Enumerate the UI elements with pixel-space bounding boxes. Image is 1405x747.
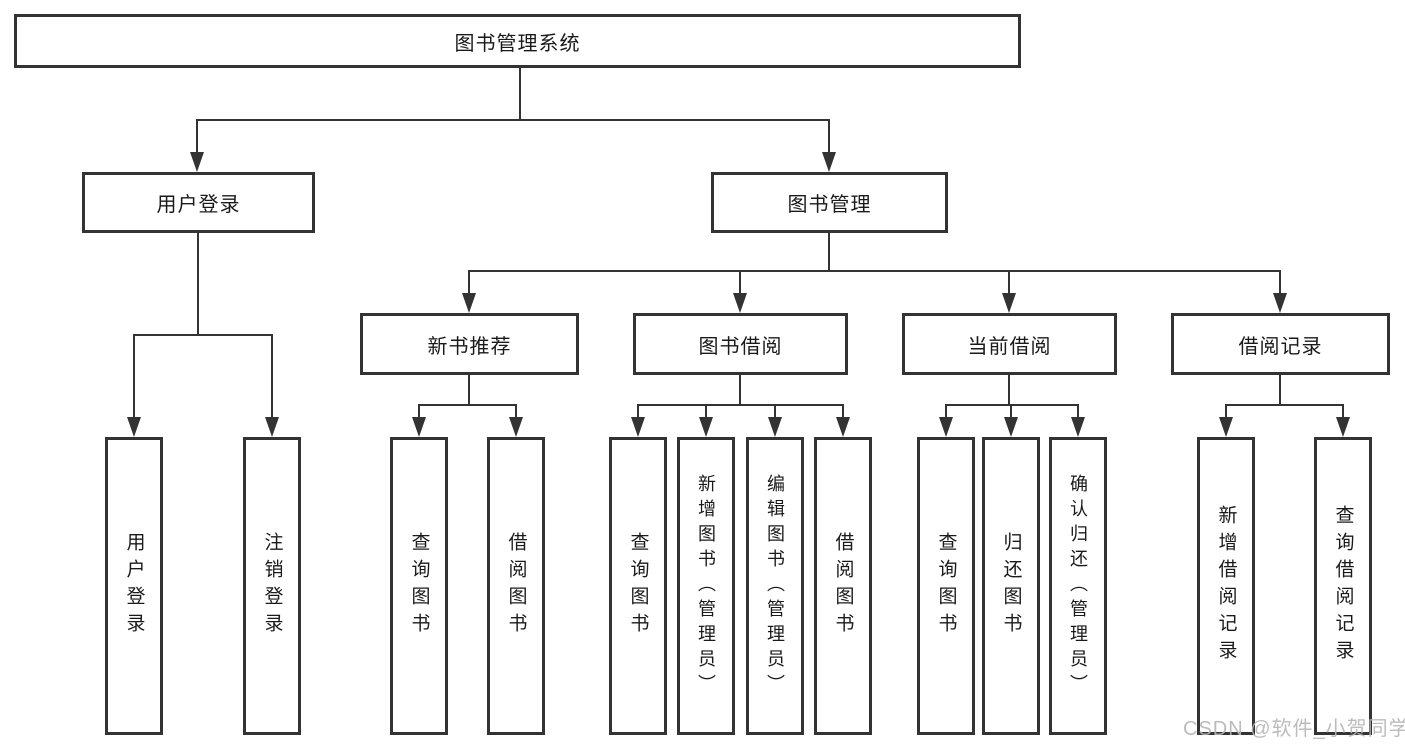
arrow-down-icon <box>1219 417 1233 437</box>
connector-drop <box>828 119 830 154</box>
connector-drop <box>1008 270 1010 295</box>
connector-drop <box>1010 404 1012 418</box>
leaf-query-books-current: 查询图书 <box>917 437 975 735</box>
connector-drop <box>468 270 470 295</box>
connector-bar-current-borrow <box>945 404 1079 406</box>
node-label: 图书管理系统 <box>454 32 581 55</box>
arrow-down-icon <box>265 417 279 437</box>
arrow-down-icon <box>631 417 645 437</box>
node-label: 图书借阅 <box>698 335 783 358</box>
connector-drop <box>637 404 639 418</box>
connector-stem-borrow-records <box>1279 375 1281 406</box>
arrow-down-icon <box>699 417 713 437</box>
connector-drop <box>515 404 517 418</box>
arrow-down-icon <box>768 417 782 437</box>
connector-stem-new-book <box>468 375 470 406</box>
leaf-borrow-books: 借阅图书 <box>814 437 872 735</box>
leaf-query-borrow-record: 查询借阅记录 <box>1314 437 1372 735</box>
leaf-label: 注销登录 <box>261 532 283 640</box>
arrow-down-icon <box>822 152 836 172</box>
node-book-borrow: 图书借阅 <box>633 313 848 375</box>
connector-drop <box>1077 404 1079 418</box>
connector-drop <box>945 404 947 418</box>
connector-drop <box>1225 404 1227 418</box>
leaf-borrow-books-recommend: 借阅图书 <box>487 437 545 735</box>
connector-drop <box>1279 270 1281 295</box>
arrow-down-icon <box>733 293 747 313</box>
arrow-down-icon <box>939 417 953 437</box>
leaf-label: 查询图书 <box>627 532 649 640</box>
connector-bar-borrow-records <box>1225 404 1344 406</box>
leaf-logout: 注销登录 <box>243 437 301 735</box>
connector-bar-new-book <box>418 404 517 406</box>
connector-bar-book-management <box>468 270 1281 272</box>
arrow-down-icon <box>190 152 204 172</box>
connector-drop <box>418 404 420 418</box>
connector-stem-root <box>519 68 521 121</box>
leaf-label: 新增借阅记录 <box>1215 505 1237 667</box>
leaf-add-borrow-record: 新增借阅记录 <box>1197 437 1255 735</box>
node-user-login: 用户登录 <box>82 172 315 233</box>
leaf-label: 新增图书（管理员） <box>696 473 716 699</box>
node-label: 用户登录 <box>156 194 241 216</box>
node-borrow-records: 借阅记录 <box>1171 313 1390 375</box>
connector-drop <box>739 270 741 295</box>
connector-drop <box>842 404 844 418</box>
leaf-label: 确认归还（管理员） <box>1068 473 1088 699</box>
connector-drop <box>133 334 135 419</box>
arrow-down-icon <box>1002 293 1016 313</box>
leaf-label: 借阅图书 <box>505 532 527 640</box>
node-label: 新书推荐 <box>427 335 512 358</box>
node-book-management: 图书管理 <box>711 172 948 233</box>
node-new-book-recommend: 新书推荐 <box>360 313 579 375</box>
arrow-down-icon <box>1004 417 1018 437</box>
leaf-user-login: 用户登录 <box>105 437 163 735</box>
leaf-label: 借阅图书 <box>832 532 854 640</box>
leaf-confirm-return-admin: 确认归还（管理员） <box>1049 437 1107 735</box>
leaf-query-books-recommend: 查询图书 <box>390 437 448 735</box>
node-current-borrow: 当前借阅 <box>902 313 1117 375</box>
arrow-down-icon <box>127 417 141 437</box>
connector-stem-book-management <box>828 233 830 272</box>
leaf-add-books-admin: 新增图书（管理员） <box>677 437 735 735</box>
leaf-return-books: 归还图书 <box>982 437 1040 735</box>
connector-bar-root <box>196 119 830 121</box>
arrow-down-icon <box>509 417 523 437</box>
watermark: CSDN @软件_小贺同学 <box>1183 718 1405 740</box>
connector-drop <box>1342 404 1344 418</box>
leaf-label: 查询图书 <box>935 532 957 640</box>
arrow-down-icon <box>462 293 476 313</box>
node-label: 图书管理 <box>787 194 872 216</box>
connector-bar-user-login <box>133 334 273 336</box>
node-label: 借阅记录 <box>1238 335 1323 358</box>
leaf-label: 查询借阅记录 <box>1332 505 1354 667</box>
connector-drop <box>774 404 776 418</box>
leaf-label: 编辑图书（管理员） <box>765 473 785 699</box>
connector-stem-user-login <box>197 233 199 336</box>
leaf-label: 查询图书 <box>408 532 430 640</box>
connector-drop <box>271 334 273 419</box>
connector-drop <box>705 404 707 418</box>
arrow-down-icon <box>836 417 850 437</box>
connector-bar-book-borrow <box>637 404 844 406</box>
connector-drop <box>196 119 198 154</box>
connector-stem-book-borrow <box>739 375 741 406</box>
arrow-down-icon <box>1336 417 1350 437</box>
node-library-system: 图书管理系统 <box>14 14 1021 68</box>
leaf-query-books-borrow: 查询图书 <box>609 437 667 735</box>
arrow-down-icon <box>1273 293 1287 313</box>
leaf-label: 归还图书 <box>1000 532 1022 640</box>
leaf-label: 用户登录 <box>123 532 145 640</box>
connector-stem-current-borrow <box>1008 375 1010 406</box>
node-label: 当前借阅 <box>967 335 1052 358</box>
arrow-down-icon <box>1071 417 1085 437</box>
leaf-edit-books-admin: 编辑图书（管理员） <box>746 437 804 735</box>
arrow-down-icon <box>412 417 426 437</box>
